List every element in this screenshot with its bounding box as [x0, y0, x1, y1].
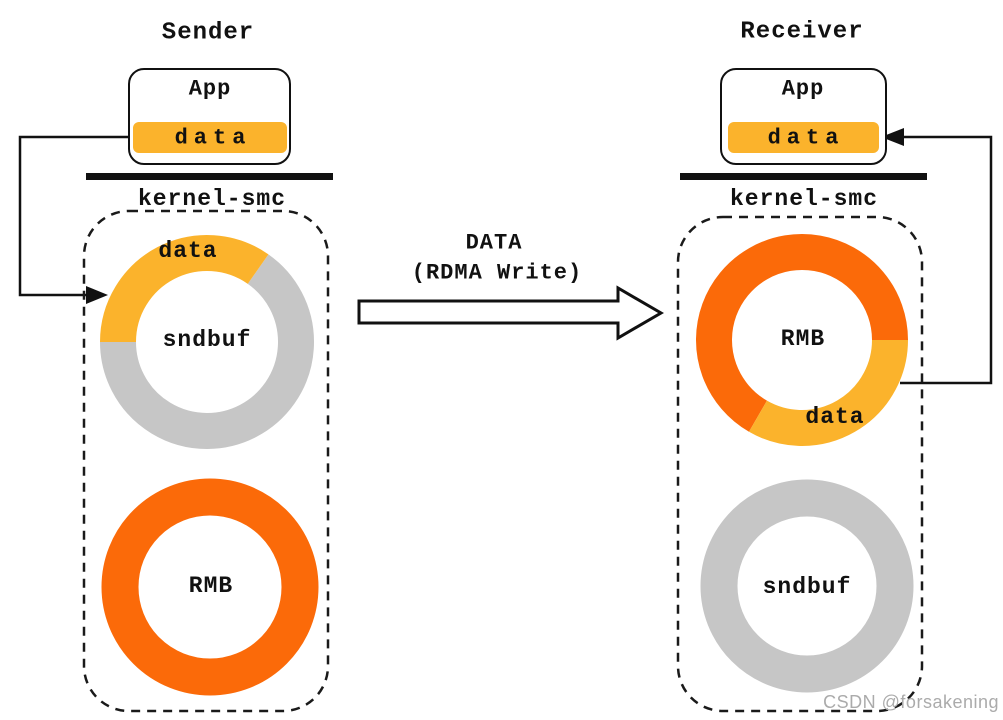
- sender-app-data-chip: [133, 122, 287, 153]
- sender-app-data-label: data: [174, 125, 252, 151]
- sender-rmb-ring: [101, 478, 319, 696]
- receiver-rmb-ring-data-segment: [749, 339, 908, 446]
- rdma-transfer-arrow-icon: [357, 285, 664, 341]
- sender-sndbuf-ring: [100, 254, 314, 449]
- receiver-rmb-data-label: data: [805, 404, 865, 430]
- transfer-subtitle: (RDMA Write): [411, 260, 583, 286]
- sender-sndbuf-label: sndbuf: [162, 327, 252, 353]
- sender-connector-arrowhead-icon: [86, 286, 108, 304]
- sender-connector-line: [18, 135, 133, 297]
- sender-title: Sender: [161, 19, 255, 47]
- receiver-title: Receiver: [740, 18, 864, 46]
- receiver-rmb-ring: [696, 234, 908, 432]
- receiver-kernel-divider: [680, 173, 927, 180]
- receiver-connector-line: [888, 135, 993, 385]
- receiver-kernel-label: kernel-smc: [729, 186, 879, 212]
- sender-sndbuf-data-label: data: [158, 238, 218, 264]
- sender-sndbuf-ring-data-segment: [100, 234, 269, 343]
- transfer-title: DATA: [465, 230, 523, 256]
- sender-rmb-label: RMB: [188, 573, 234, 599]
- receiver-sndbuf-ring: [700, 479, 914, 693]
- watermark: CSDN @forsakening: [823, 692, 999, 712]
- receiver-connector-arrowhead-icon: [881, 128, 904, 146]
- sender-kernel-divider: [86, 173, 333, 180]
- receiver-kernel-boundary: [676, 215, 924, 713]
- receiver-sndbuf-label: sndbuf: [762, 574, 852, 600]
- receiver-rmb-label: RMB: [780, 326, 826, 352]
- sender-kernel-label: kernel-smc: [137, 186, 287, 212]
- receiver-app-label: App: [781, 76, 825, 102]
- receiver-app-data-chip: [728, 122, 879, 153]
- receiver-app-data-label: data: [767, 125, 845, 151]
- sender-app-label: App: [188, 76, 232, 102]
